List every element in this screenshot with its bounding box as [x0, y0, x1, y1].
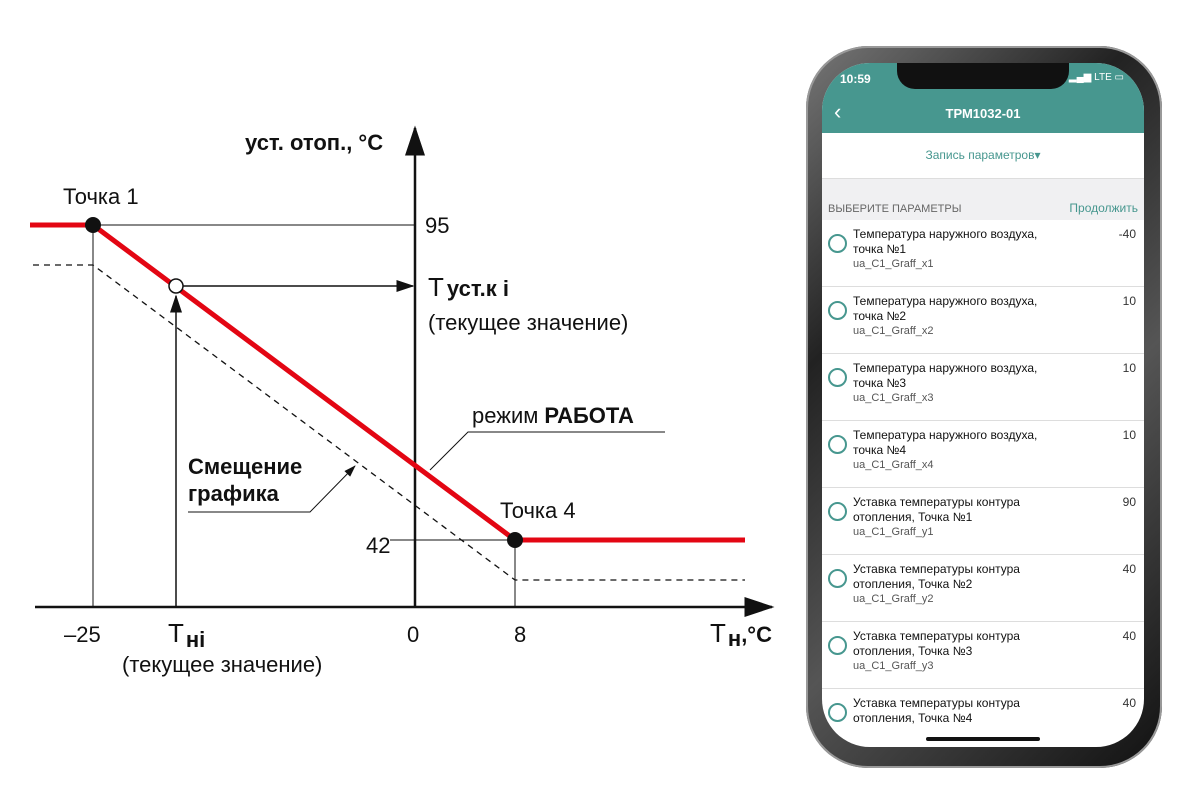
- parameter-name: Температура наружного воздуха, точка №2: [853, 294, 1038, 323]
- parameter-name: Уставка температуры контура отопления, Т…: [853, 629, 1020, 658]
- parameter-value: 10: [1122, 361, 1136, 375]
- caret-down-icon: ▾: [1034, 148, 1041, 162]
- status-time: 10:59: [840, 72, 871, 86]
- t-set-note: (текущее значение): [428, 310, 628, 335]
- parameter-code: ua_C1_Graff_x1: [853, 258, 934, 270]
- parameter-value: 10: [1122, 428, 1136, 442]
- parameter-value: 40: [1122, 629, 1136, 643]
- section-header: ВЫБЕРИТЕ ПАРАМЕТРЫ Продолжить: [822, 179, 1144, 220]
- parameter-row[interactable]: Уставка температуры контура отопления, Т…: [822, 488, 1144, 555]
- parameter-name: Уставка температуры контура отопления, Т…: [853, 495, 1020, 524]
- app-header: 10:59 ▂▄▆ LTE ▭ ‹ ТРМ1032-01: [822, 63, 1144, 133]
- tn-note: (текущее значение): [122, 652, 322, 677]
- parameter-list: Температура наружного воздуха, точка №1 u…: [822, 220, 1144, 747]
- parameter-value: -40: [1118, 227, 1136, 241]
- radio-button[interactable]: [828, 435, 847, 454]
- y-tick-42: 42: [366, 533, 390, 558]
- point-4-marker: [507, 532, 523, 548]
- parameter-name: Температура наружного воздуха, точка №3: [853, 361, 1038, 390]
- parameter-name: Температура наружного воздуха, точка №1: [853, 227, 1038, 256]
- mode-leader: [429, 431, 665, 471]
- tn-label: Тнi: [168, 618, 205, 652]
- parameter-name: Уставка температуры контура отопления, Т…: [853, 562, 1020, 591]
- section-title: ВЫБЕРИТЕ ПАРАМЕТРЫ: [828, 203, 962, 215]
- x-tick-8: 8: [514, 622, 526, 647]
- parameter-row[interactable]: Температура наружного воздуха, точка №1 u…: [822, 220, 1144, 287]
- parameter-row[interactable]: Уставка температуры контура отопления, Т…: [822, 689, 1144, 747]
- radio-button[interactable]: [828, 502, 847, 521]
- parameter-code: ua_C1_Graff_x2: [853, 325, 934, 337]
- mode-dropdown[interactable]: Запись параметров▾: [822, 133, 1144, 179]
- parameter-value: 40: [1122, 562, 1136, 576]
- shift-label-1: Смещение: [188, 454, 302, 479]
- parameter-code: ua_C1_Graff_y2: [853, 593, 934, 605]
- parameter-row[interactable]: Температура наружного воздуха, точка №4 u…: [822, 421, 1144, 488]
- home-indicator[interactable]: [926, 737, 1040, 741]
- current-point-marker: [168, 278, 184, 294]
- point-4-label: Точка 4: [500, 498, 576, 523]
- notch: [897, 63, 1069, 89]
- continue-button[interactable]: Продолжить: [1069, 201, 1138, 215]
- y-tick-95: 95: [425, 213, 449, 238]
- parameter-code: ua_C1_Graff_x4: [853, 459, 934, 471]
- shift-leader: [188, 465, 356, 513]
- radio-button[interactable]: [828, 368, 847, 387]
- parameter-code: ua_C1_Graff_y1: [853, 526, 934, 538]
- screen-title: ТРМ1032-01: [945, 106, 1021, 121]
- parameter-row[interactable]: Уставка температуры контура отопления, Т…: [822, 555, 1144, 622]
- work-curve: [30, 222, 745, 543]
- parameter-name: Уставка температуры контура отопления, Т…: [853, 696, 1020, 725]
- back-chevron-icon[interactable]: ‹: [834, 99, 842, 124]
- radio-button[interactable]: [828, 301, 847, 320]
- parameter-value: 40: [1122, 696, 1136, 710]
- radio-button[interactable]: [828, 234, 847, 253]
- shift-label-2: графика: [188, 481, 280, 506]
- x-tick-0: 0: [407, 622, 419, 647]
- parameter-name: Температура наружного воздуха, точка №4: [853, 428, 1038, 457]
- x-tick-m25: –25: [64, 622, 101, 647]
- phone-screen: 10:59 ▂▄▆ LTE ▭ ‹ ТРМ1032-01 Запись пара…: [822, 63, 1144, 747]
- y-axis-label: уст. отоп., °С: [245, 130, 383, 155]
- point-1-marker: [85, 217, 101, 233]
- radio-button[interactable]: [828, 636, 847, 655]
- radio-button[interactable]: [828, 703, 847, 722]
- point-1-label: Точка 1: [63, 184, 139, 209]
- parameter-code: ua_C1_Graff_x3: [853, 392, 934, 404]
- parameter-code: ua_C1_Graff_y3: [853, 660, 934, 672]
- parameter-value: 10: [1122, 294, 1136, 308]
- parameter-row[interactable]: Температура наружного воздуха, точка №2 u…: [822, 287, 1144, 354]
- status-network: ▂▄▆ LTE ▭: [1068, 72, 1124, 83]
- radio-button[interactable]: [828, 569, 847, 588]
- shifted-curve: [33, 264, 745, 581]
- x-axis-label: Тн,°С: [710, 618, 772, 651]
- parameter-value: 90: [1122, 495, 1136, 509]
- phone-mockup: 10:59 ▂▄▆ LTE ▭ ‹ ТРМ1032-01 Запись пара…: [806, 46, 1162, 768]
- parameter-row[interactable]: Температура наружного воздуха, точка №3 u…: [822, 354, 1144, 421]
- parameter-row[interactable]: Уставка температуры контура отопления, Т…: [822, 622, 1144, 689]
